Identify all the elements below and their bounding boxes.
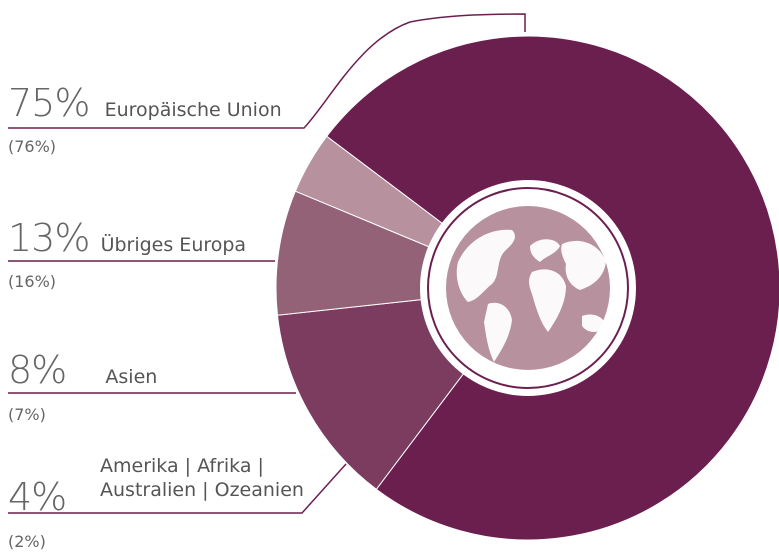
other-europe-name: Übriges Europa bbox=[100, 234, 247, 256]
leader-lines bbox=[8, 13, 526, 514]
rest-name-line-2: Australien | Ozeanien bbox=[100, 479, 304, 501]
eu-percent: 75% bbox=[8, 81, 90, 125]
asia-name: Asien bbox=[105, 366, 158, 388]
globe-icon bbox=[446, 206, 610, 370]
eu-name: Europäische Union bbox=[104, 99, 282, 121]
leader-line-rest bbox=[8, 463, 347, 514]
label-other-europe: 13% Übriges Europa bbox=[8, 219, 246, 257]
asia-percent: 8% bbox=[8, 348, 67, 392]
label-asia: 8% Asien bbox=[8, 351, 157, 389]
label-rest-percent-block: 4% bbox=[8, 475, 67, 519]
label-eu: 75% Europäische Union bbox=[8, 84, 282, 122]
center-ring bbox=[427, 187, 629, 389]
other-europe-percent: 13% bbox=[8, 216, 90, 260]
asia-previous: (7%) bbox=[8, 405, 46, 424]
eu-previous: (76%) bbox=[8, 137, 57, 156]
rest-previous: (2%) bbox=[8, 532, 46, 551]
other-europe-previous: (16%) bbox=[8, 272, 57, 291]
rest-name-line-1: Amerika | Afrika | bbox=[100, 455, 264, 477]
leader-line-eu bbox=[8, 13, 526, 129]
rest-percent: 4% bbox=[8, 475, 67, 519]
